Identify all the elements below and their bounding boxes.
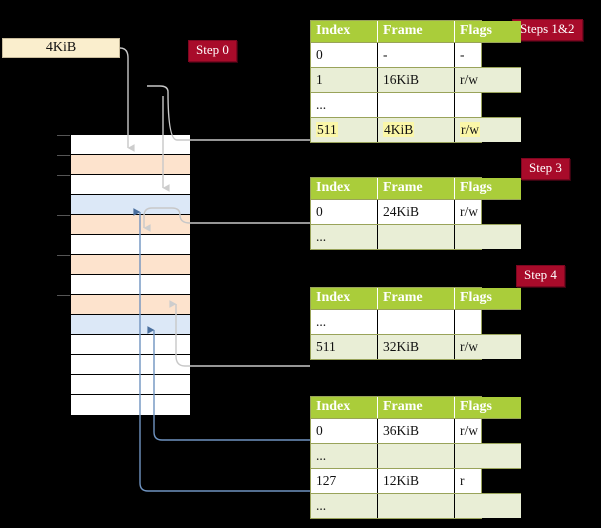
highlighted-value: 511 <box>316 121 338 137</box>
badge-step-4: Step 4 <box>516 265 565 287</box>
table-cell: 1 <box>311 67 378 93</box>
memory-frame-row <box>57 175 190 195</box>
column-header-frame: Frame <box>377 397 455 419</box>
table-cell <box>377 309 455 335</box>
memory-frame-row <box>71 375 190 395</box>
table-cell: r/w <box>454 117 521 142</box>
table-cell: 0 <box>311 42 378 68</box>
table-row: ... <box>311 443 521 469</box>
table-cell: 36KiB <box>377 418 455 444</box>
memory-frame-row <box>57 255 190 275</box>
table-cell: 24KiB <box>377 199 455 225</box>
table-cell: r/w <box>454 67 521 93</box>
column-header-frame: Frame <box>377 288 455 310</box>
table-cell <box>454 309 521 335</box>
table-cell: ... <box>311 224 378 249</box>
table-cell <box>454 443 521 469</box>
table-row: ... <box>311 224 521 249</box>
badge-steps-1-and-2: Steps 1&2 <box>512 19 583 41</box>
column-header-index: Index <box>311 288 378 310</box>
source-page-label: 4KiB <box>45 40 77 55</box>
table-cell <box>454 224 521 249</box>
table-cell: ... <box>311 493 378 518</box>
memory-tick-mark <box>57 215 70 216</box>
memory-tick-mark <box>57 155 70 156</box>
column-header-flags: Flags <box>454 178 521 200</box>
table-cell: 0 <box>311 199 378 225</box>
wire-table3-511-to-mem <box>169 300 310 367</box>
memory-frame-row <box>71 235 190 255</box>
highlighted-value: r/w <box>460 121 480 137</box>
table-row: 511 4KiB r/w <box>311 117 521 142</box>
table-cell: - <box>377 42 455 68</box>
wire-table1-511-to-mem <box>147 85 310 141</box>
memory-frame-row <box>71 335 190 355</box>
source-page-box: 4KiB <box>2 38 120 58</box>
table-row: ... <box>311 309 521 335</box>
table-cell: 16KiB <box>377 67 455 93</box>
column-header-flags: Flags <box>454 397 521 419</box>
table-cell: r/w <box>454 418 521 444</box>
table-cell: 32KiB <box>377 334 455 359</box>
table-cell: 4KiB <box>377 117 455 142</box>
table-cell: 127 <box>311 468 378 494</box>
table-cell: 12KiB <box>377 468 455 494</box>
highlighted-value: 4KiB <box>383 121 415 137</box>
table-cell: - <box>454 42 521 68</box>
table-row: ... <box>311 493 521 518</box>
table-cell <box>377 493 455 518</box>
table-cell: ... <box>311 443 378 469</box>
table-cell <box>377 92 455 118</box>
memory-frame-row <box>71 395 190 415</box>
table-cell: 0 <box>311 418 378 444</box>
column-header-frame: Frame <box>377 21 455 43</box>
table-cell: r <box>454 468 521 494</box>
memory-frame-row <box>57 295 190 315</box>
memory-frame-row <box>71 275 190 295</box>
table-cell <box>454 493 521 518</box>
memory-tick-mark <box>57 255 70 256</box>
memory-frame-row <box>71 315 190 335</box>
memory-tick-mark <box>57 175 70 176</box>
table-cell <box>377 443 455 469</box>
column-header-frame: Frame <box>377 178 455 200</box>
memory-tick-mark <box>57 135 70 136</box>
badge-step-0: Step 0 <box>188 40 237 62</box>
memory-tick-mark <box>57 295 70 296</box>
column-header-index: Index <box>311 397 378 419</box>
column-header-index: Index <box>311 21 378 43</box>
table-cell <box>377 224 455 249</box>
memory-frame-row <box>57 135 190 155</box>
badge-step-3: Step 3 <box>521 158 570 180</box>
column-header-flags: Flags <box>454 288 521 310</box>
physical-memory-column <box>57 134 191 416</box>
wire-source-to-mem-row-1 <box>119 47 135 152</box>
table-cell <box>454 92 521 118</box>
table-cell: 511 <box>311 334 378 359</box>
table-cell: r/w <box>454 334 521 359</box>
column-header-flags: Flags <box>454 21 521 43</box>
table-row: ... <box>311 92 521 118</box>
memory-frame-row <box>57 215 190 235</box>
table-cell: ... <box>311 309 378 335</box>
memory-frame-row <box>71 355 190 375</box>
column-header-index: Index <box>311 178 378 200</box>
table-cell: r/w <box>454 199 521 225</box>
table-cell: ... <box>311 92 378 118</box>
table-row: 0-- <box>311 42 521 68</box>
table-cell: 511 <box>311 117 378 142</box>
memory-frame-row <box>57 155 190 175</box>
memory-frame-row <box>71 195 190 215</box>
